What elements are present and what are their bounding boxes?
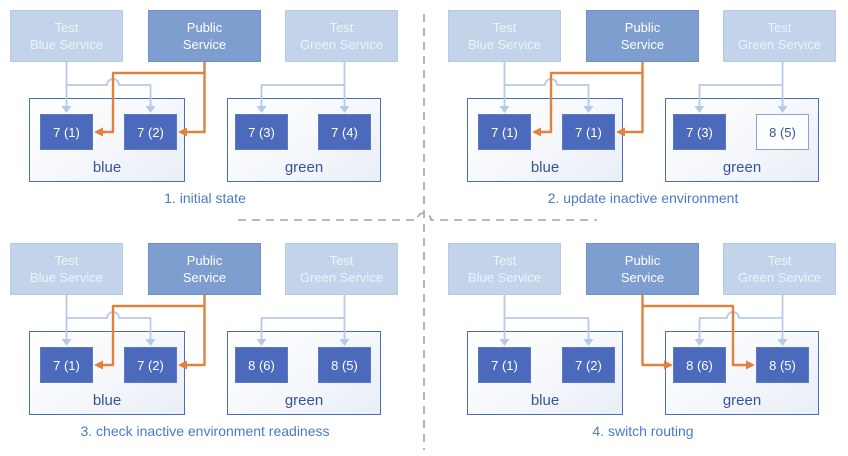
test-blue-service-label: Test Blue Service [30, 253, 103, 285]
test-green-service-box: Test Green Service [285, 10, 398, 62]
pod-blue-2: 7 (2) [124, 114, 177, 150]
green-environment-label: green [284, 392, 324, 409]
pod-green-1: 7 (3) [673, 114, 726, 150]
test-blue-service-box: Test Blue Service [10, 10, 123, 62]
test-blue-service-box: Test Blue Service [448, 243, 561, 295]
horizontal-divider-dashed-line [238, 212, 597, 221]
pod-blue-1: 7 (1) [478, 347, 531, 383]
quadrant-4-switch-routing: Test Blue Service Public Service Test Gr… [438, 233, 848, 456]
pod-blue-1: 7 (1) [40, 114, 93, 150]
public-service-label: Public Service [620, 253, 665, 285]
pod-green-2: 8 (5) [756, 347, 809, 383]
pod-green-1: 8 (6) [673, 347, 726, 383]
step-2-caption: 2. update inactive environment [547, 190, 739, 206]
test-green-service-label: Test Green Service [299, 253, 384, 285]
test-blue-service-label: Test Blue Service [30, 20, 103, 52]
test-green-service-label: Test Green Service [737, 20, 822, 52]
public-service-label: Public Service [620, 20, 665, 52]
pod-green-2: 7 (4) [318, 114, 371, 150]
pod-blue-2: 7 (2) [124, 347, 177, 383]
green-environment-label: green [284, 159, 324, 176]
test-blue-service-label: Test Blue Service [468, 20, 541, 52]
public-service-label: Public Service [182, 20, 227, 52]
public-service-box: Public Service [586, 10, 699, 62]
pod-blue-1: 7 (1) [40, 347, 93, 383]
public-service-box: Public Service [148, 243, 261, 295]
step-4-caption: 4. switch routing [592, 423, 694, 439]
test-green-service-label: Test Green Service [299, 20, 384, 52]
pod-blue-2: 7 (1) [562, 114, 615, 150]
public-service-box: Public Service [586, 243, 699, 295]
test-green-service-box: Test Green Service [285, 243, 398, 295]
step-1-caption: 1. initial state [164, 190, 246, 206]
pod-green-1: 7 (3) [235, 114, 288, 150]
blue-environment-label: blue [92, 159, 122, 176]
test-green-service-label: Test Green Service [737, 253, 822, 285]
pod-green-1: 8 (6) [235, 347, 288, 383]
blue-environment-label: blue [92, 392, 122, 409]
quadrant-1-initial-state: Test Blue Service Public Service Test Gr… [0, 0, 410, 228]
pod-green-2: 8 (5) [318, 347, 371, 383]
test-blue-service-box: Test Blue Service [10, 243, 123, 295]
pod-blue-1: 7 (1) [478, 114, 531, 150]
green-environment-label: green [722, 159, 762, 176]
pod-green-2-not-ready: 8 (5) [756, 114, 809, 150]
blue-environment-label: blue [530, 392, 560, 409]
step-3-caption: 3. check inactive environment readiness [80, 423, 330, 439]
test-green-service-box: Test Green Service [723, 243, 836, 295]
test-green-service-box: Test Green Service [723, 10, 836, 62]
test-blue-service-label: Test Blue Service [468, 253, 541, 285]
pod-blue-2: 7 (2) [562, 347, 615, 383]
test-blue-service-box: Test Blue Service [448, 10, 561, 62]
public-service-box: Public Service [148, 10, 261, 62]
blue-environment-label: blue [530, 159, 560, 176]
green-environment-label: green [722, 392, 762, 409]
public-service-label: Public Service [182, 253, 227, 285]
